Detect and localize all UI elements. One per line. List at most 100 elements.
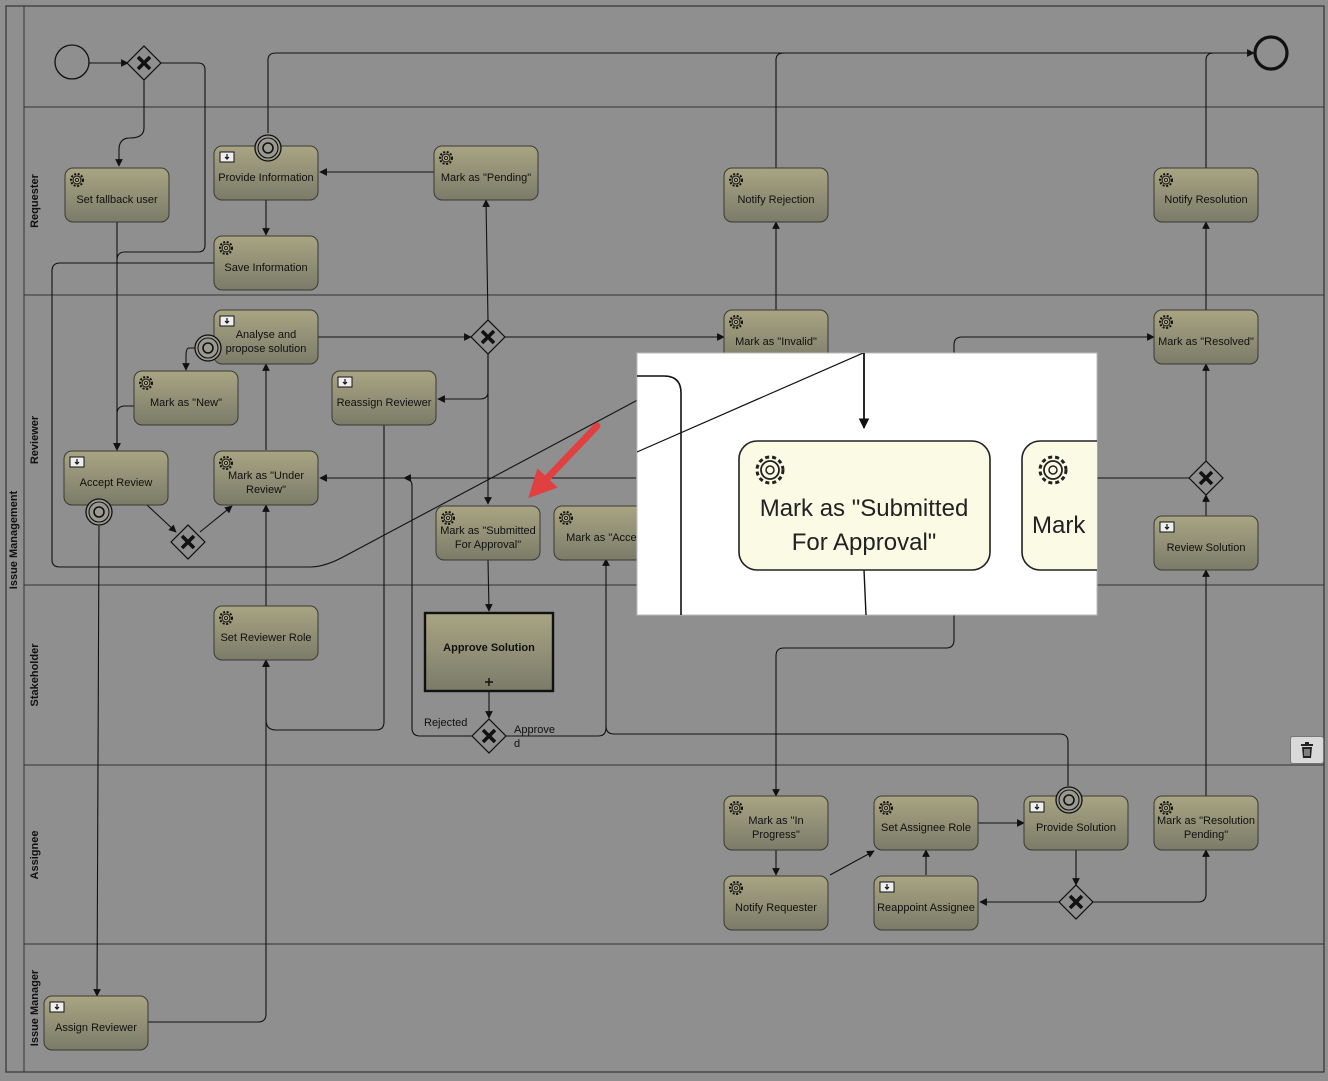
- user-task-icon: [1159, 521, 1175, 533]
- delete-button[interactable]: [1290, 736, 1324, 764]
- task-label: Notify Requester: [735, 902, 817, 914]
- highlight-arrow: [528, 422, 601, 499]
- task-label: Analyse and: [236, 329, 297, 341]
- user-task-icon: [219, 315, 235, 327]
- exclusive-gateway[interactable]: [471, 718, 507, 754]
- task-label: Reappoint Assignee: [877, 902, 975, 914]
- task-label: Mark as "In: [748, 815, 803, 827]
- gear-icon: [439, 151, 453, 165]
- end-event[interactable]: [1253, 35, 1289, 71]
- boundary-event[interactable]: [85, 498, 113, 526]
- exclusive-gateway[interactable]: [1058, 884, 1094, 920]
- task-mark-resolved[interactable]: Mark as "Resolved": [1153, 309, 1259, 365]
- boundary-event[interactable]: [1055, 786, 1083, 814]
- task-review-solution[interactable]: Review Solution: [1153, 515, 1259, 571]
- boundary-event[interactable]: [194, 334, 222, 362]
- gear-icon: [729, 173, 743, 187]
- subprocess-approve-solution[interactable]: Approve Solution: [423, 611, 555, 693]
- pool-label: Issue Management: [8, 490, 20, 589]
- lane-label-stakeholder: Stakeholder: [29, 643, 41, 707]
- exclusive-gateway[interactable]: [1188, 460, 1224, 496]
- task-label: Provide Information: [218, 172, 313, 184]
- edge-label-rejected: Rejected: [424, 717, 467, 729]
- task-label: Mark as "Under: [228, 470, 304, 482]
- gear-icon: [441, 511, 455, 525]
- user-task-icon: [337, 376, 353, 388]
- task-provide-solution[interactable]: Provide Solution: [1023, 795, 1129, 851]
- task-label: Notify Resolution: [1164, 194, 1247, 206]
- task-notify-rejection[interactable]: Notify Rejection: [723, 167, 829, 223]
- lane-label-assignee: Assignee: [29, 831, 41, 880]
- gear-icon: [219, 456, 233, 470]
- gear-icon: [755, 455, 785, 485]
- boundary-event[interactable]: [254, 134, 282, 162]
- exclusive-gateway[interactable]: [170, 524, 206, 560]
- gear-icon: [219, 611, 233, 625]
- exclusive-gateway[interactable]: [470, 319, 506, 355]
- boundary-events: [85, 134, 1083, 814]
- task-accept-review[interactable]: Accept Review: [63, 450, 169, 506]
- task-assign-reviewer[interactable]: Assign Reviewer: [43, 995, 149, 1051]
- task-label: Mark as "Resolved": [1158, 336, 1254, 348]
- task-label: Set Assignee Role: [881, 822, 971, 834]
- task-label: Approve Solution: [443, 642, 535, 654]
- task-label: Assign Reviewer: [55, 1022, 137, 1034]
- user-task-icon: [69, 456, 85, 468]
- task-set-fallback-user[interactable]: Set fallback user: [64, 167, 170, 223]
- task-label: Provide Solution: [1036, 822, 1116, 834]
- gear-icon: [1159, 173, 1173, 187]
- zoom-callout: Mark as "Submitted For Approval" Mark: [636, 352, 1098, 616]
- sequence-flows: [51, 49, 1255, 1023]
- gear-icon: [1159, 315, 1173, 329]
- task-label: propose solution: [226, 343, 307, 355]
- task-label: Review Solution: [1167, 542, 1246, 554]
- user-task-icon: [1029, 801, 1045, 813]
- task-mark-pending[interactable]: Mark as "Pending": [433, 145, 539, 201]
- task-mark-invalid[interactable]: Mark as "Invalid": [723, 309, 829, 365]
- gear-icon: [1159, 801, 1173, 815]
- subprocess-marker: [485, 678, 493, 686]
- gear-icon: [879, 801, 893, 815]
- lane-label-requester: Requester: [29, 173, 41, 228]
- task-set-assignee-role[interactable]: Set Assignee Role: [873, 795, 979, 851]
- task-reappoint-assignee[interactable]: Reappoint Assignee: [873, 875, 979, 931]
- task-analyse-propose[interactable]: Analyse and propose solution: [213, 309, 319, 365]
- task-label: Set Reviewer Role: [220, 632, 311, 644]
- task-label: Mark as "Accept: [566, 532, 646, 544]
- task-reassign-reviewer[interactable]: Reassign Reviewer: [331, 370, 437, 426]
- task-label: Set fallback user: [76, 194, 158, 206]
- user-task-icon: [49, 1001, 65, 1013]
- gear-icon: [559, 511, 573, 525]
- task-set-reviewer-role[interactable]: Set Reviewer Role: [213, 605, 319, 661]
- task-label: Mark as "Pending": [441, 172, 531, 184]
- start-event[interactable]: [54, 44, 90, 80]
- task-provide-information[interactable]: Provide Information: [213, 145, 319, 201]
- gear-icon: [729, 315, 743, 329]
- task-label: Save Information: [224, 262, 307, 274]
- user-task-icon: [219, 151, 235, 163]
- task-notify-resolution[interactable]: Notify Resolution: [1153, 167, 1259, 223]
- lane-label-reviewer: Reviewer: [29, 415, 41, 464]
- edge-label-approved: Approve: [514, 724, 555, 736]
- exclusive-gateway[interactable]: [126, 45, 162, 81]
- task-save-information[interactable]: Save Information: [213, 235, 319, 291]
- callout-task-label-line1: Mark as "Submitted: [760, 495, 969, 522]
- callout-task-mark-submitted: [738, 440, 991, 571]
- edge-label-approved-cont: d: [514, 738, 520, 750]
- task-label: Reassign Reviewer: [337, 397, 432, 409]
- task-label: Review": [246, 484, 286, 496]
- callout-task-label-line2: For Approval": [792, 529, 937, 556]
- gear-icon: [729, 881, 743, 895]
- task-label: Progress": [752, 829, 800, 841]
- task-label: Mark as "New": [150, 397, 222, 409]
- trash-icon: [1301, 742, 1313, 758]
- task-label: Mark as "Invalid": [735, 336, 817, 348]
- task-notify-requester[interactable]: Notify Requester: [723, 875, 829, 931]
- task-mark-new[interactable]: Mark as "New": [133, 370, 239, 426]
